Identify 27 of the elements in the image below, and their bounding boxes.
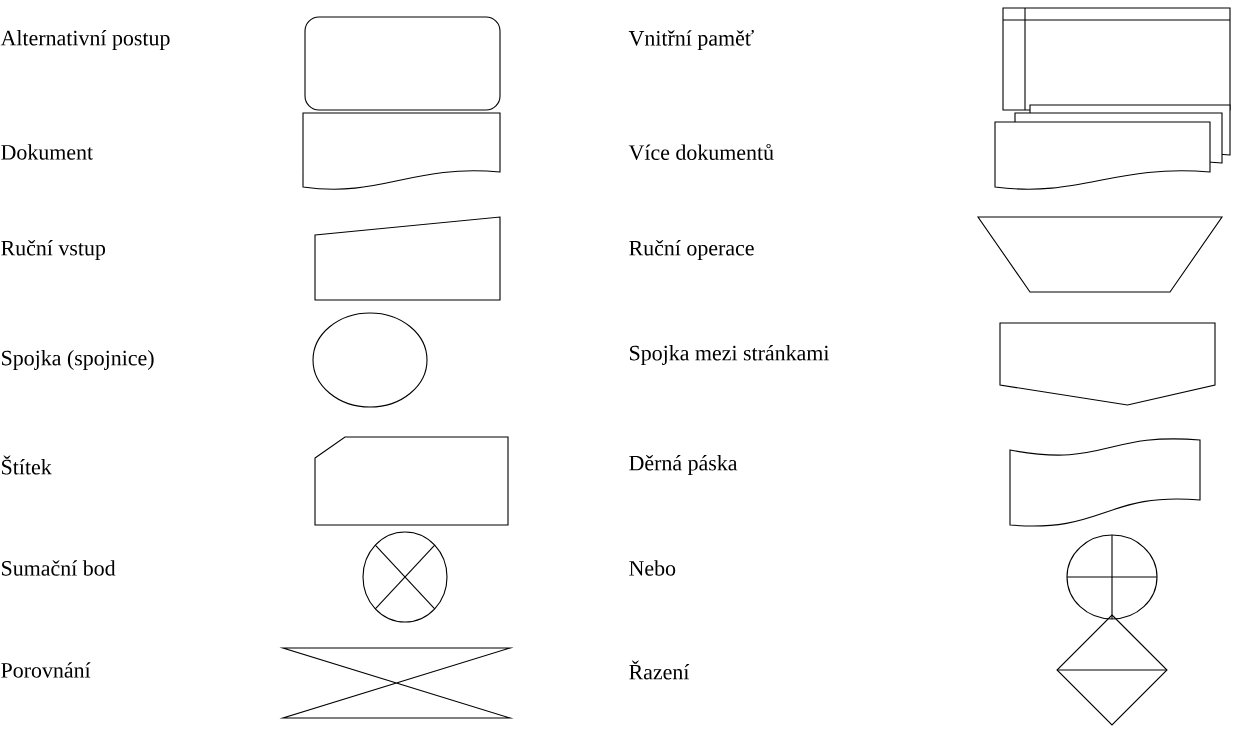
- symbol-label: Děrná páska: [629, 455, 738, 475]
- manual-input-symbol: [314, 216, 501, 301]
- symbol-label: Ruční vstup: [1, 240, 106, 260]
- symbol-label: Nebo: [629, 560, 676, 576]
- multi-document-symbol: [994, 104, 1231, 190]
- symbol-label: Štítek: [2, 455, 52, 475]
- symbol-label: Spojka (spojnice): [2, 350, 154, 370]
- card-symbol: [314, 436, 509, 526]
- symbol-label: Více dokumentů: [628, 143, 774, 161]
- internal-storage-symbol: [1002, 7, 1231, 111]
- symbol-label: Porovnání: [1, 662, 91, 678]
- document-symbol: [302, 112, 501, 190]
- circle-symbol: [312, 312, 428, 408]
- off-page-connector-symbol: [999, 322, 1216, 406]
- symbol-label: Alternativní postup: [0, 30, 170, 50]
- symbol-label: Ruční operace: [629, 240, 754, 260]
- collate-symbol: [279, 647, 514, 719]
- symbol-label: Dokument: [1, 144, 93, 160]
- or-symbol: [1066, 534, 1158, 620]
- sort-symbol: [1056, 614, 1168, 726]
- rounded-box-symbol: [304, 16, 501, 111]
- summing-junction-symbol: [362, 531, 448, 623]
- symbol-label: Řazení: [629, 660, 690, 680]
- punched-tape-symbol: [1009, 438, 1201, 527]
- symbol-label: Sumační bod: [2, 560, 116, 576]
- symbol-label: Vnitřní paměť: [628, 29, 754, 51]
- symbol-label: Spojka mezi stránkami: [630, 345, 830, 365]
